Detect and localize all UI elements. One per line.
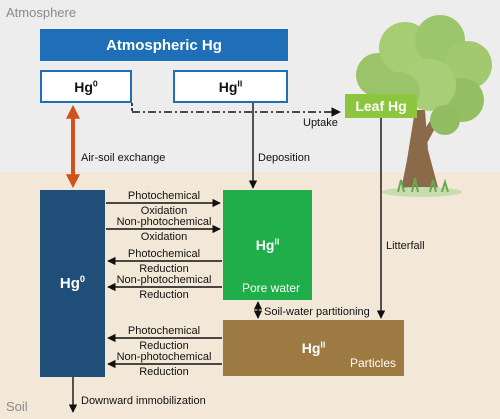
atmospheric-hg-label: Atmospheric Hg	[106, 36, 222, 54]
hg0-atmosphere-label: Hg0	[74, 77, 98, 95]
arrow-label: Reduction	[139, 289, 189, 301]
arrow-label: Photochemical	[127, 248, 201, 260]
hg0-soil-box: Hg0	[40, 190, 105, 377]
soil-label: Soil	[6, 399, 28, 414]
leaf-hg-box: Leaf Hg	[345, 94, 417, 118]
arrow-label: Non-photochemical	[116, 351, 212, 363]
leaf-hg-label: Leaf Hg	[355, 98, 407, 114]
hgII-atmosphere-box: HgII	[173, 70, 288, 103]
particles-label: Particles	[349, 356, 396, 370]
arrow-label: Non-photochemical	[116, 274, 212, 286]
hg0-atmosphere-box: Hg0	[40, 70, 132, 103]
particles-box: HgII Particles	[223, 320, 404, 376]
soil-water-partitioning-label: Soil-water partitioning	[264, 306, 370, 318]
arrow-label: Oxidation	[140, 231, 188, 243]
pore-water-box: HgII Pore water	[223, 190, 312, 300]
arrow-label: Reduction	[139, 340, 189, 352]
hg0-soil-label: Hg0	[59, 274, 86, 292]
hgII-atmosphere-label: HgII	[218, 77, 243, 95]
arrow-label: Oxidation	[140, 205, 188, 217]
deposition-label: Deposition	[258, 152, 310, 164]
arrow-label: Non-photochemical	[116, 216, 212, 228]
arrow-label: Reduction	[139, 366, 189, 378]
downward-immobilization-label: Downward immobilization	[81, 395, 206, 407]
air-soil-exchange-label: Air-soil exchange	[81, 152, 166, 164]
hgII-particles-label: HgII	[301, 339, 326, 356]
arrow-label: Photochemical	[127, 190, 201, 202]
arrow-label: Photochemical	[127, 325, 201, 337]
arrow-label: Reduction	[139, 263, 189, 275]
litterfall-label: Litterfall	[386, 240, 425, 252]
uptake-label: Uptake	[303, 117, 338, 129]
hgII-pore-label: HgII	[255, 236, 280, 253]
atmosphere-label: Atmosphere	[6, 5, 77, 20]
atmospheric-hg-box: Atmospheric Hg	[40, 29, 288, 61]
pore-water-label: Pore water	[242, 281, 301, 295]
